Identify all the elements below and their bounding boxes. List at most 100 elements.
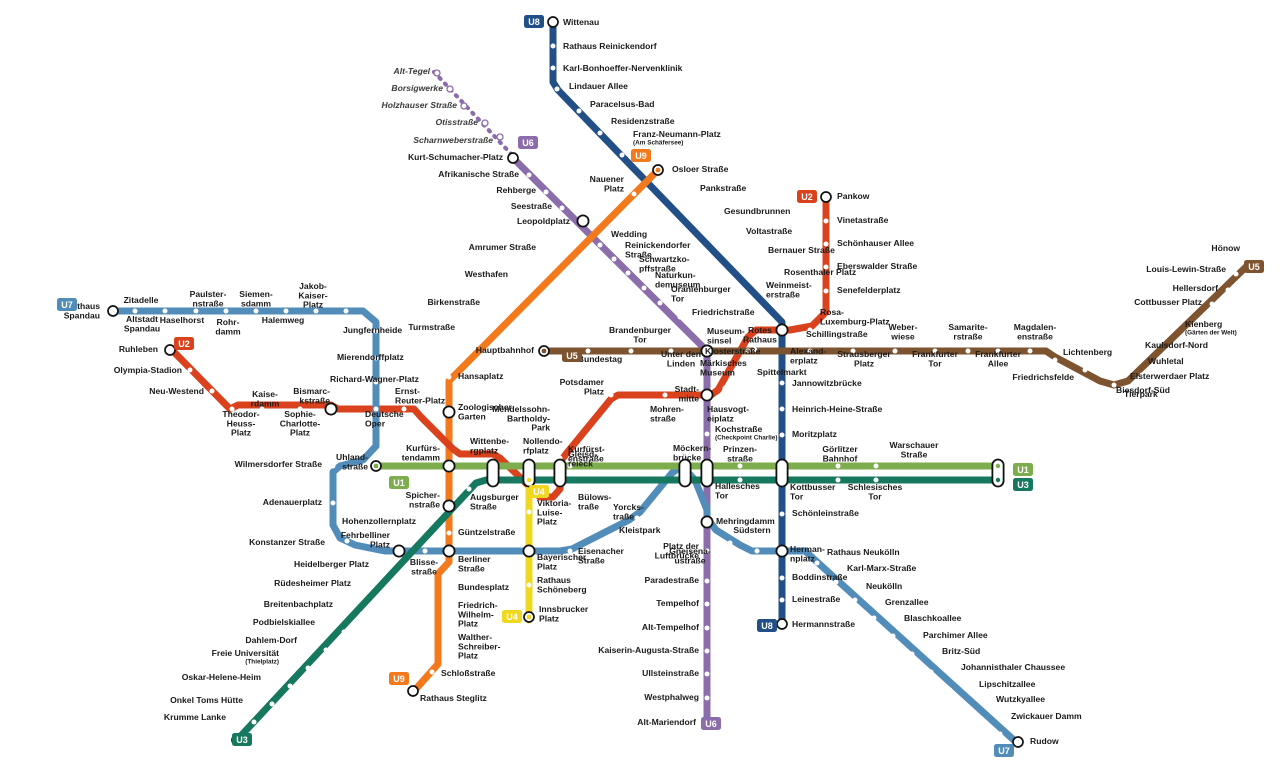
station-marker-minor[interactable] <box>550 65 556 71</box>
station-marker-minor[interactable] <box>833 579 839 585</box>
station-marker-minor[interactable] <box>373 355 379 361</box>
station-marker-minor[interactable] <box>576 108 582 114</box>
station-marker-minor[interactable] <box>704 548 710 554</box>
station-marker-minor[interactable] <box>487 299 493 305</box>
station-marker-minor[interactable] <box>446 530 452 536</box>
station-marker-minor[interactable] <box>429 669 435 675</box>
line-badge-u2[interactable]: U2 <box>174 337 194 350</box>
station-marker-interchange-bar[interactable] <box>486 458 500 488</box>
station-marker-minor[interactable] <box>422 548 428 554</box>
station-marker-interchange-bar[interactable] <box>678 458 692 488</box>
station-marker-minor[interactable] <box>515 271 521 277</box>
station-marker-ghost[interactable] <box>460 102 468 110</box>
station-marker-minor[interactable] <box>446 643 452 649</box>
station-marker-minor[interactable] <box>677 314 683 320</box>
station-marker-minor[interactable] <box>704 648 710 654</box>
line-badge-u7[interactable]: U7 <box>994 744 1014 757</box>
station-marker-minor[interactable] <box>737 463 743 469</box>
station-marker-minor[interactable] <box>668 348 674 354</box>
station-marker-minor[interactable] <box>1209 317 1215 323</box>
station-marker-minor[interactable] <box>424 521 430 527</box>
station-marker-ghost[interactable] <box>433 69 441 77</box>
station-marker-minor[interactable] <box>722 385 728 391</box>
station-marker-interchange-bar[interactable] <box>775 458 789 488</box>
station-marker-minor[interactable] <box>526 172 532 178</box>
station-marker-minor[interactable] <box>1157 359 1163 365</box>
station-marker-minor[interactable] <box>850 348 856 354</box>
station-marker-minor[interactable] <box>297 406 303 412</box>
station-marker-minor[interactable] <box>554 86 560 92</box>
station-marker-minor[interactable] <box>344 538 350 544</box>
station-marker-interchange[interactable] <box>775 544 789 558</box>
station-marker-interchange[interactable] <box>442 459 456 473</box>
station-marker-minor[interactable] <box>567 548 573 554</box>
station-marker-minor[interactable] <box>873 463 879 469</box>
station-marker-minor[interactable] <box>567 463 573 469</box>
station-marker-minor[interactable] <box>835 477 841 483</box>
station-marker-minor[interactable] <box>754 548 760 554</box>
station-marker-minor[interactable] <box>619 152 625 158</box>
station-marker-interchange[interactable] <box>700 515 714 529</box>
station-marker-minor[interactable] <box>947 687 953 693</box>
station-marker-minor[interactable] <box>187 367 193 373</box>
station-marker-terminal[interactable] <box>1012 736 1024 748</box>
line-badge-u6[interactable]: U6 <box>518 136 538 149</box>
station-marker-minor[interactable] <box>928 669 934 675</box>
station-marker-minor[interactable] <box>1052 357 1058 363</box>
station-marker-minor[interactable] <box>1209 301 1215 307</box>
line-badge-u1[interactable]: U1 <box>389 476 409 489</box>
station-marker-minor[interactable] <box>628 348 634 354</box>
station-marker-terminal[interactable] <box>164 344 176 356</box>
station-marker-minor[interactable] <box>807 348 813 354</box>
station-marker-minor[interactable] <box>779 432 785 438</box>
station-marker-minor[interactable] <box>873 477 879 483</box>
station-marker-minor[interactable] <box>526 582 532 588</box>
station-marker-minor[interactable] <box>737 362 743 368</box>
line-badge-u4[interactable]: U4 <box>502 610 522 623</box>
station-marker-minor[interactable] <box>462 323 468 329</box>
line-badge-u5[interactable]: U5 <box>562 349 582 362</box>
station-marker-minor[interactable] <box>753 253 759 259</box>
station-marker-minor[interactable] <box>446 611 452 617</box>
station-marker-minor[interactable] <box>890 633 896 639</box>
station-marker-terminal[interactable] <box>107 305 119 317</box>
station-marker-minor[interactable] <box>1175 345 1181 351</box>
station-marker-minor[interactable] <box>597 242 603 248</box>
station-marker-minor[interactable] <box>330 463 336 469</box>
station-marker-minor[interactable] <box>641 285 647 291</box>
station-marker-minor[interactable] <box>132 308 138 314</box>
station-marker-terminal[interactable] <box>407 685 419 697</box>
station-marker-minor[interactable] <box>779 597 785 603</box>
station-marker-minor[interactable] <box>909 651 915 657</box>
station-marker-minor[interactable] <box>779 297 785 303</box>
station-marker-interchange[interactable] <box>700 344 714 358</box>
station-marker-minor[interactable] <box>704 578 710 584</box>
station-marker-minor[interactable] <box>1111 382 1117 388</box>
station-marker-minor[interactable] <box>446 374 452 380</box>
station-marker-minor[interactable] <box>401 406 407 412</box>
station-marker-minor[interactable] <box>704 431 710 437</box>
station-marker-minor[interactable] <box>543 189 549 195</box>
station-marker-minor[interactable] <box>330 500 336 506</box>
station-marker-minor[interactable] <box>305 665 311 671</box>
station-marker-minor[interactable] <box>892 348 898 354</box>
station-marker-minor[interactable] <box>209 388 215 394</box>
station-marker-minor[interactable] <box>1139 372 1145 378</box>
station-marker-interchange[interactable] <box>442 499 456 513</box>
station-marker-terminal[interactable] <box>820 191 832 203</box>
station-marker-minor[interactable] <box>611 256 617 262</box>
station-marker-minor[interactable] <box>779 511 785 517</box>
station-marker-minor[interactable] <box>704 671 710 677</box>
station-marker-terminal[interactable] <box>547 16 559 28</box>
station-marker-minor[interactable] <box>752 347 758 353</box>
station-marker-interchange[interactable] <box>324 402 338 416</box>
station-marker-minor[interactable] <box>580 493 586 499</box>
station-marker-minor[interactable] <box>709 209 715 215</box>
station-marker-minor[interactable] <box>823 241 829 247</box>
station-marker-interchange-bar[interactable] <box>522 458 536 488</box>
station-marker-minor[interactable] <box>779 406 785 412</box>
station-marker-interchange[interactable] <box>576 214 590 228</box>
station-marker-minor[interactable] <box>727 540 733 546</box>
station-marker-interchange[interactable] <box>775 323 789 337</box>
